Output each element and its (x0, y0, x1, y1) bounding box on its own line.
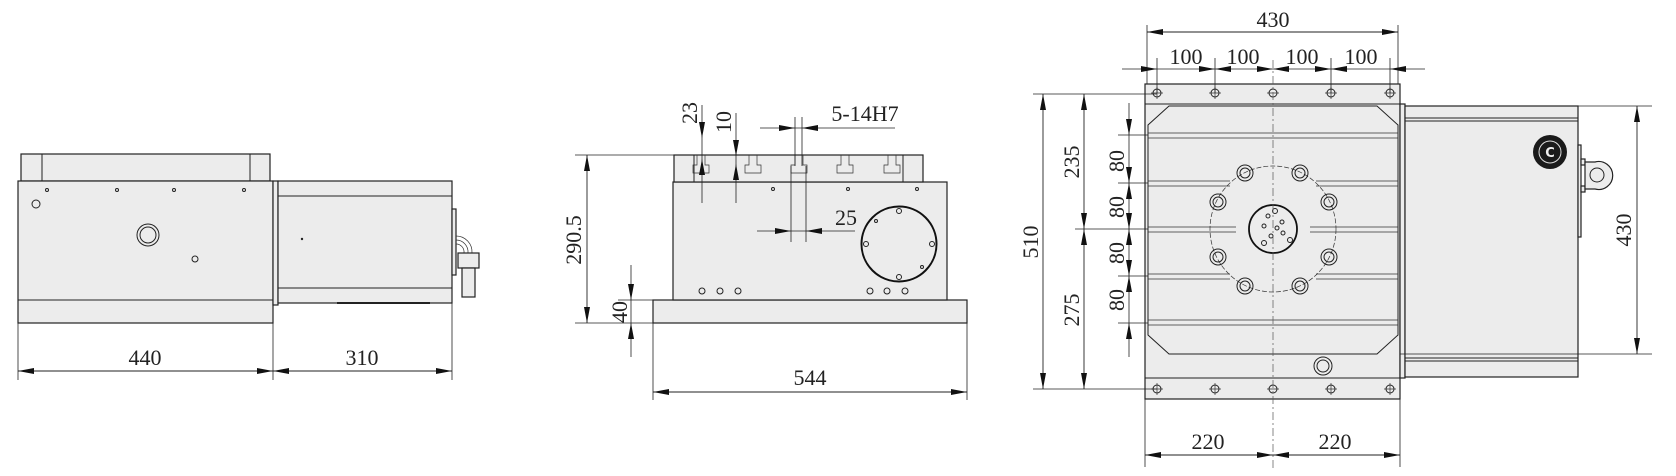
housing-body (17, 180, 274, 324)
dim-430-motor: 430 (1611, 214, 1636, 247)
dim-100-3: 100 (1286, 44, 1319, 69)
rotary-table-plate (1144, 83, 1401, 400)
dim-220-right: 220 (1319, 429, 1352, 454)
dim-290-5: 290.5 (561, 215, 586, 265)
svg-text:C: C (1545, 146, 1555, 161)
dim-80-2: 80 (1104, 196, 1129, 218)
clamp-bolts (1209, 164, 1338, 295)
dim-23: 23 (677, 102, 702, 124)
brand-logo: C (1533, 135, 1567, 169)
front-dimensions: 290.5 40 23 10 5-14H7 25 544 (561, 101, 968, 400)
dim-430-top: 430 (1257, 7, 1290, 32)
dim-440: 440 (129, 345, 162, 370)
housing-body (672, 181, 948, 301)
dim-80-4: 80 (1104, 289, 1129, 311)
side-holes (698, 187, 919, 295)
top-view: C 430 100 100 100 100 510 235 (1018, 7, 1652, 470)
dim-25: 25 (835, 205, 857, 230)
dim-80-3: 80 (1104, 242, 1129, 264)
dim-235: 235 (1059, 146, 1084, 179)
dim-5-14h7: 5-14H7 (831, 101, 898, 126)
rotary-table (673, 154, 924, 183)
mounting-holes (31, 188, 246, 263)
motor-housing (277, 180, 453, 304)
dim-220-left: 220 (1192, 429, 1225, 454)
side-dimensions: 440 310 (17, 303, 453, 380)
dim-544: 544 (794, 365, 827, 390)
front-view: 290.5 40 23 10 5-14H7 25 544 (561, 101, 968, 400)
dim-310: 310 (346, 345, 379, 370)
dim-100-1: 100 (1170, 44, 1203, 69)
cable-connector (451, 208, 480, 298)
lifting-hook (1577, 144, 1614, 238)
hex-plug (1313, 356, 1333, 376)
dim-40: 40 (607, 301, 632, 323)
dim-100-2: 100 (1227, 44, 1260, 69)
dim-275: 275 (1059, 294, 1084, 327)
base-plate (652, 299, 968, 324)
dim-100-4: 100 (1345, 44, 1378, 69)
dim-80-1: 80 (1104, 150, 1129, 172)
dim-10: 10 (711, 111, 736, 133)
top-plate (20, 153, 271, 182)
dim-510: 510 (1018, 226, 1043, 259)
round-cover (860, 205, 938, 283)
top-dimensions: 430 100 100 100 100 510 235 275 80 80 80 (1018, 7, 1652, 467)
side-view: 440 310 (17, 153, 480, 380)
